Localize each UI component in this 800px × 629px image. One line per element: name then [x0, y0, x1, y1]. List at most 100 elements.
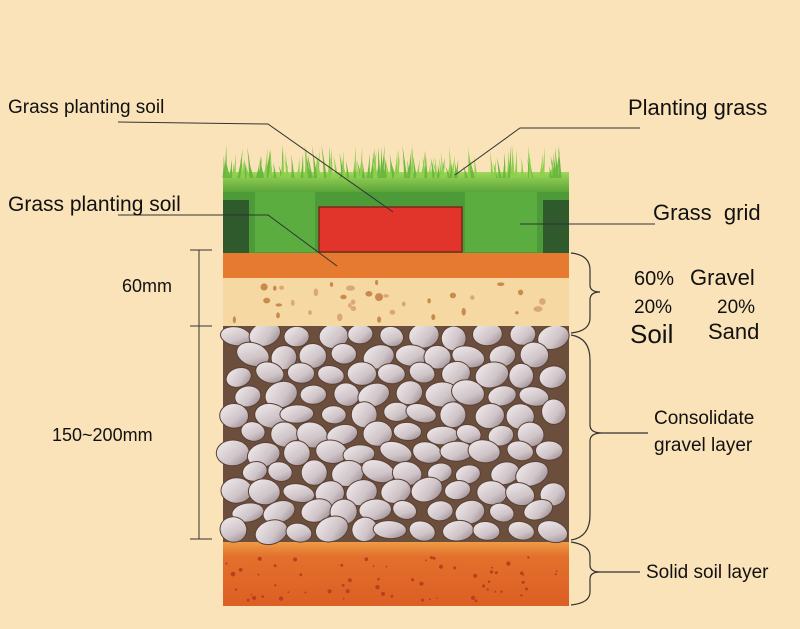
soil-speck [419, 581, 424, 586]
sand-pebble [346, 285, 355, 291]
sand-pebble [431, 314, 436, 321]
grass-blade [407, 159, 411, 178]
grass-blade [316, 153, 321, 178]
sand-pebble [273, 285, 277, 291]
gravel-stone [451, 379, 485, 406]
sand-pebble [461, 307, 466, 316]
soil-speck [341, 584, 345, 587]
gravel-stone [264, 380, 298, 409]
soil-speck [520, 571, 524, 575]
gravel-stone [518, 386, 550, 407]
grass-blade [249, 162, 254, 178]
soil-speck [250, 593, 253, 596]
gravel-stone [487, 424, 515, 447]
grass-blade [427, 162, 431, 178]
soil-speck [470, 595, 476, 600]
gravel-stone [392, 421, 422, 441]
gravel-stone [247, 478, 281, 506]
soil-speck [372, 565, 375, 568]
soil-speck [225, 562, 228, 565]
soil-speck [230, 571, 236, 577]
grass-blade [242, 160, 246, 178]
grass-blade [553, 152, 557, 178]
grass-blade [273, 162, 277, 178]
sand-pebble [276, 312, 280, 319]
label-soil-pct: 20% [634, 297, 672, 318]
gravel-stone [408, 361, 436, 384]
gravel-stone [487, 385, 517, 407]
grass-blade [446, 157, 451, 178]
gravel-stone [392, 500, 418, 520]
grass-blade [358, 146, 363, 178]
soil-speck [432, 556, 436, 560]
sand-pebble [340, 294, 347, 300]
soil-speck [411, 578, 415, 582]
gravel-stone [240, 421, 266, 442]
grass-blade [489, 150, 494, 178]
leader-grass-planting-soil-left [118, 214, 338, 267]
label-consolidate: Consolidate [654, 408, 754, 429]
soil-speck [257, 556, 262, 561]
gravel-stone [285, 522, 313, 543]
grass-blade [300, 153, 304, 178]
grass-blade [296, 157, 300, 178]
grass-blade [539, 152, 543, 178]
soil-speck [527, 556, 530, 559]
grass-blade [372, 153, 378, 178]
grass-blade [415, 159, 420, 178]
soil-speck [520, 594, 523, 597]
grass-blade [366, 153, 370, 178]
soil-speck [246, 598, 250, 602]
orange-soil-band [223, 252, 569, 278]
sand-pebble [313, 288, 319, 297]
soil-speck [482, 584, 486, 588]
gravel-stone [357, 382, 390, 408]
grass-blade [329, 148, 333, 178]
sand-pebble [383, 294, 389, 298]
gravel-stone [283, 325, 310, 348]
soil-speck [299, 573, 303, 577]
grass-blade [440, 151, 445, 178]
grass-blade [255, 161, 260, 178]
soil-speck [377, 577, 380, 581]
grass-blade [304, 145, 309, 178]
gravel-stone [219, 516, 248, 543]
grass-blade [339, 163, 343, 178]
gravel-stone [426, 500, 454, 522]
grass-blade [402, 145, 408, 178]
sand-pebble [539, 298, 546, 305]
grass-blade [396, 149, 400, 178]
grass-planting-soil-block [318, 206, 463, 253]
label-planting-grass: Planting grass [628, 95, 767, 120]
grass-blade [361, 161, 365, 178]
leader-planting-grass [454, 127, 640, 176]
soil-speck [381, 591, 385, 596]
sand-pebble [401, 301, 406, 307]
soil-speck [327, 589, 332, 594]
grass-blade [258, 156, 262, 178]
gravel-stone [279, 404, 315, 424]
gravel-stone [467, 439, 501, 464]
solid-soil-layer [223, 540, 569, 606]
gravel-stone [282, 483, 316, 504]
grass-blade [280, 148, 284, 178]
brace-solid-soil [570, 541, 601, 606]
grass-blade [420, 149, 426, 178]
label-solid-soil-layer: Solid soil layer [646, 562, 769, 583]
brace-gravel [570, 334, 603, 541]
gravel-stone [523, 499, 554, 521]
sand-mix-layer [223, 276, 569, 326]
soil-speck [287, 591, 290, 594]
grass-blade [496, 156, 502, 178]
grass-blade [384, 156, 390, 178]
grass-blade [356, 160, 360, 178]
grass-blade [449, 162, 453, 178]
grass-blade [268, 165, 272, 178]
soil-speck [429, 556, 434, 560]
soil-speck [238, 568, 243, 572]
gravel-stone [300, 459, 328, 486]
sand-pebble [470, 295, 475, 300]
gravel-stone [299, 384, 327, 405]
soil-speck [486, 588, 489, 591]
